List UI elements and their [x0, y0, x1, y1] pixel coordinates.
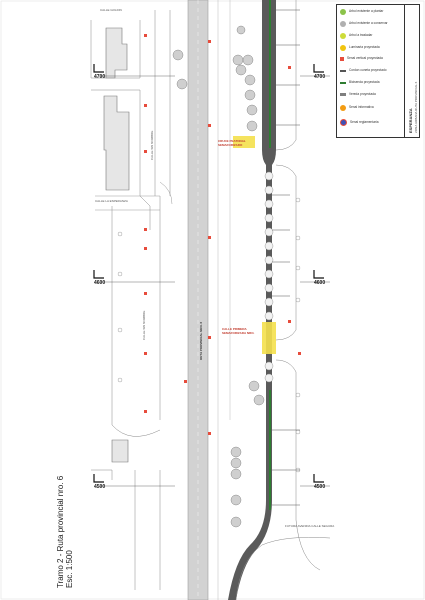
legend-panel: Arbol existente a plantar Arbol existent… — [336, 4, 406, 138]
legend-item: Senal vertical proyectada — [340, 57, 383, 61]
callout-crossing-top: CRUCE PEATONAL SEMAFORIZADO — [218, 139, 246, 147]
legend-item: Arbol a trasladar — [340, 33, 372, 39]
vertical-sign-icon — [340, 57, 344, 61]
legend-item: Arbol existente a conservar — [340, 21, 388, 27]
signal-markers — [144, 34, 301, 435]
caption-title: Tramo 2 - Ruta provincial nro. 6 — [56, 475, 65, 588]
bottom-street-curve — [235, 537, 331, 600]
property-lines — [90, 10, 171, 590]
legend-item: Vereda proyectada — [340, 92, 376, 97]
side-streets — [95, 181, 173, 211]
curb-icon — [340, 69, 346, 72]
legend-item: Luminaria proyectada — [340, 45, 380, 51]
station-markers — [93, 64, 324, 483]
tree-keep-icon — [340, 21, 346, 27]
caption-scale: Esc. 1:500 — [65, 550, 74, 588]
luminaires-right — [117, 197, 301, 473]
tick-lines-right — [272, 9, 300, 506]
existing-trees — [172, 25, 265, 528]
bike-lane-icon — [340, 81, 346, 84]
luminaire-icon — [340, 45, 346, 51]
tree-move-icon — [340, 33, 346, 39]
station-4600-left: 4600 — [94, 280, 106, 286]
lane-edges — [217, 0, 231, 600]
right-accesses — [275, 0, 321, 571]
title-strip: ESPERANZA ZONA URBANA RUTA PROVINCIAL 6 — [404, 4, 420, 138]
legend-item: Cordon cuneta proyectado — [340, 68, 387, 72]
station-4500-left: 4500 — [94, 484, 106, 490]
station-4700-left: 4700 — [94, 74, 106, 80]
street-label-segura: FUTURA AVENIDA CALLE SEGURA — [285, 524, 335, 528]
strip-trees — [264, 171, 274, 383]
crossing-mid — [262, 322, 276, 354]
legend-item: Bicisenda proyectada — [340, 80, 379, 84]
sidewalk-icon — [340, 93, 346, 97]
legend-item: Arbol existente a plantar — [340, 9, 383, 15]
street-label-mid-left: CALLE SIN NOMBRE — [142, 310, 146, 340]
regulatory-sign-icon — [340, 119, 347, 126]
crossing-top — [233, 136, 255, 148]
station-4700-right: 4700 — [314, 74, 326, 80]
street-label-ruta: RUTA PROVINCIAL NRO. 6 — [199, 321, 203, 360]
street-label-goldin: CALLE GOLDIN — [100, 8, 122, 12]
legend-item: Senal informativa — [340, 105, 374, 111]
left-buildings — [103, 27, 130, 463]
street-label-left-upper: CALLE SIN NOMBRE — [150, 130, 154, 160]
station-4500-right: 4500 — [314, 484, 326, 490]
legend-item: Senal reglamentaria — [340, 119, 379, 126]
sidewalk-strip — [228, 0, 276, 600]
station-4600-right: 4600 — [314, 280, 326, 286]
callout-crossing-mid: CALLE PRIMERA SEMAFORIZADA NRO. — [222, 327, 255, 335]
street-label-esperanza: CALLE LA ESPERANZA — [95, 199, 128, 203]
tree-plant-icon — [340, 9, 346, 15]
dim-lines — [100, 75, 330, 487]
sheet-caption: Tramo 2 - Ruta provincial nro. 6 Esc. 1:… — [56, 476, 74, 588]
strip-title: ESPERANZA — [408, 108, 413, 133]
strip-subtitle: ZONA URBANA RUTA PROVINCIAL 6 — [414, 81, 418, 133]
info-sign-icon — [340, 105, 346, 111]
